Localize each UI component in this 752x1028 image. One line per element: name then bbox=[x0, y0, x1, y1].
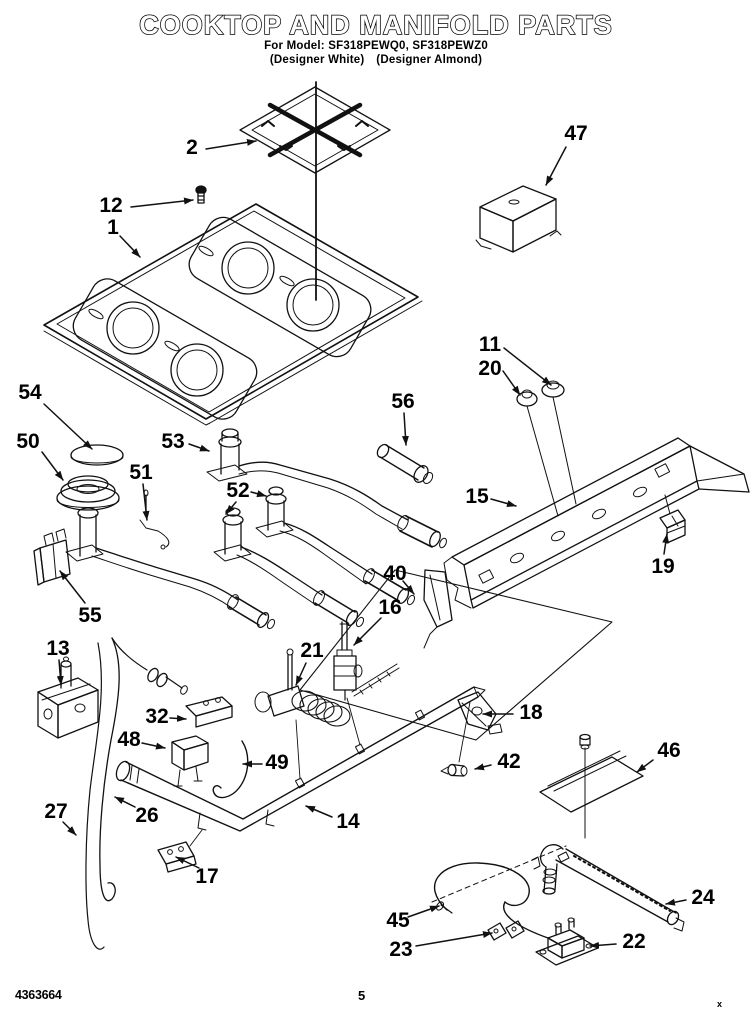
corner-mark: x bbox=[717, 999, 723, 1009]
bracket-18-drawing bbox=[457, 691, 503, 735]
oven-burner-tube-drawing bbox=[431, 844, 685, 932]
part-label-55: 55 bbox=[78, 604, 102, 627]
part-label-26: 26 bbox=[135, 804, 159, 827]
burner-cap-drawing bbox=[70, 444, 124, 466]
part-label-24: 24 bbox=[691, 886, 715, 909]
part-label-1: 1 bbox=[107, 216, 119, 239]
document-number: 4363664 bbox=[15, 988, 62, 1002]
part-label-52: 52 bbox=[226, 479, 250, 502]
burner-box-panel-outline bbox=[299, 569, 613, 741]
model-line: For Model: SF318PEWQ0, SF318PEWZ0 bbox=[264, 40, 488, 52]
part-label-12: 12 bbox=[99, 194, 123, 217]
part-label-20: 20 bbox=[478, 357, 502, 380]
page-title: COOKTOP AND MANIFOLD PARTS bbox=[139, 10, 613, 40]
manifold-pipe-drawing bbox=[115, 686, 486, 847]
page-number: 5 bbox=[358, 988, 366, 1003]
part-label-53: 53 bbox=[161, 430, 185, 453]
orifice-drawing bbox=[440, 763, 468, 777]
part-label-21: 21 bbox=[300, 639, 324, 662]
part-label-17: 17 bbox=[195, 865, 219, 888]
deflector-drawing bbox=[539, 733, 644, 839]
burner-head-drawing bbox=[56, 475, 120, 511]
part-label-13: 13 bbox=[46, 637, 70, 660]
burner-tube-53-drawing bbox=[206, 428, 447, 549]
part-label-2: 2 bbox=[186, 136, 198, 159]
thermostat-drawing bbox=[37, 656, 99, 739]
part-label-19: 19 bbox=[651, 555, 675, 578]
part-label-46: 46 bbox=[657, 739, 681, 762]
part-label-54: 54 bbox=[18, 381, 42, 404]
bracket-40-drawing bbox=[423, 569, 453, 649]
part-label-27: 27 bbox=[44, 800, 68, 823]
bracket-55-drawing bbox=[33, 528, 71, 586]
part-label-22: 22 bbox=[622, 930, 646, 953]
part-label-47: 47 bbox=[564, 122, 588, 145]
part-label-56: 56 bbox=[391, 390, 415, 413]
title-block: COOKTOP AND MANIFOLD PARTS bbox=[138, 9, 613, 41]
part-label-51: 51 bbox=[129, 461, 153, 484]
part-label-11: 11 bbox=[478, 333, 502, 356]
lead-wire-drawing bbox=[212, 740, 249, 799]
bracket-47-drawing bbox=[475, 185, 562, 253]
part-label-23: 23 bbox=[389, 938, 413, 961]
spark-switch-drawing bbox=[535, 917, 599, 966]
finish-line: (Designer White) (Designer Almond) bbox=[269, 54, 483, 66]
part-label-18: 18 bbox=[519, 701, 543, 724]
part-label-48: 48 bbox=[117, 728, 141, 751]
manifold-rail-drawing bbox=[443, 437, 750, 609]
part-label-15: 15 bbox=[465, 485, 489, 508]
part-label-45: 45 bbox=[386, 909, 410, 932]
leader-arrows bbox=[41, 138, 687, 949]
igniter-wire-drawing bbox=[434, 862, 549, 939]
clip-19-drawing bbox=[659, 494, 686, 544]
part-label-16: 16 bbox=[378, 596, 402, 619]
part-label-14: 14 bbox=[336, 810, 360, 833]
bracket-32-drawing bbox=[185, 696, 233, 728]
burner-grate-drawing bbox=[239, 86, 391, 174]
part-label-42: 42 bbox=[497, 750, 521, 773]
part-label-32: 32 bbox=[145, 705, 169, 728]
burner-tube-52b-drawing bbox=[213, 507, 365, 628]
coupling-tube-drawing bbox=[376, 443, 434, 485]
capillary-tubes-drawing bbox=[85, 637, 188, 950]
spark-module-drawing bbox=[171, 735, 209, 787]
valve-21-drawing bbox=[254, 648, 400, 727]
part-label-40: 40 bbox=[383, 562, 407, 585]
burner-tube-52a-drawing bbox=[255, 486, 416, 606]
burner-tube-front-left-drawing bbox=[65, 507, 276, 630]
cooktop-drawing bbox=[43, 203, 423, 426]
screw-drawing bbox=[195, 185, 207, 204]
part-label-49: 49 bbox=[265, 751, 289, 774]
part-label-50: 50 bbox=[16, 430, 40, 453]
